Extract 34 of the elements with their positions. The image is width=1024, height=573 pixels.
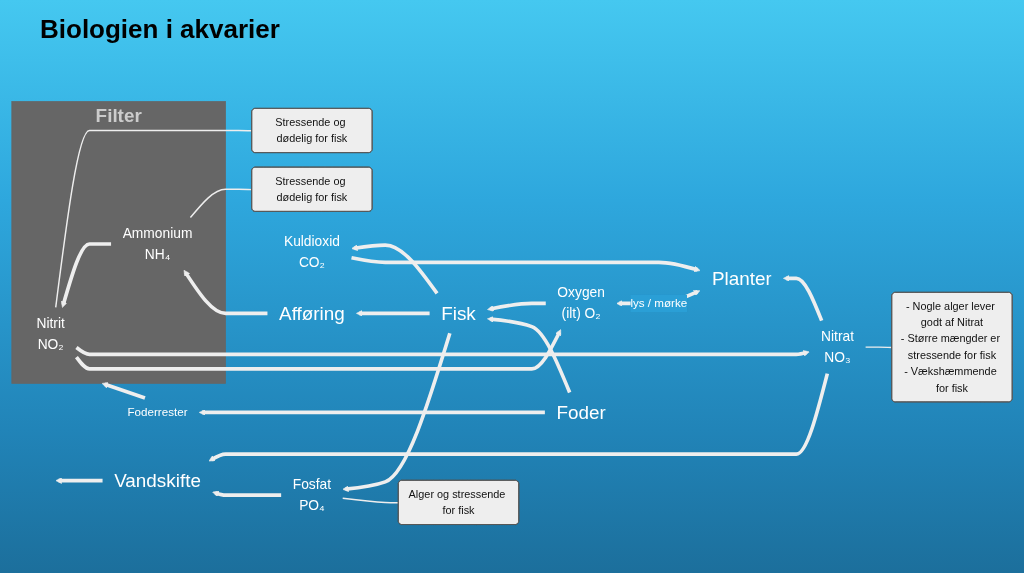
- node-text: Vandskifte: [114, 469, 201, 492]
- node-text: Foder: [556, 401, 606, 423]
- node-text: Ammonium NH₄: [122, 225, 193, 262]
- edge-label: lys / mørke: [630, 296, 688, 310]
- connector: [341, 497, 400, 504]
- node-text: Nitrat NO₃: [821, 328, 854, 365]
- arrow: [342, 332, 452, 492]
- arrow: [55, 477, 103, 484]
- node-text: Nitrit NO₂: [36, 315, 65, 352]
- node-text: Kuldioxid CO₂: [283, 233, 340, 270]
- connector: [189, 188, 253, 219]
- arrow: [487, 301, 546, 312]
- arrow: [61, 242, 112, 308]
- node-text: Fosfat PO₄: [292, 476, 332, 513]
- arrow: [101, 382, 146, 400]
- node-text: Afføring: [279, 302, 345, 324]
- node-text: Planter: [711, 267, 772, 289]
- arrow: [208, 373, 830, 462]
- node-text: Foderrester: [127, 405, 188, 419]
- node-text: Oxygen (ilt) O₂: [557, 284, 605, 321]
- arrow: [487, 316, 572, 394]
- arrow: [356, 310, 430, 317]
- diagram-title: Biologien i akvarier: [40, 14, 280, 45]
- arrow: [183, 269, 268, 316]
- arrow: [783, 275, 824, 322]
- arrow: [351, 243, 439, 295]
- arrow: [198, 409, 545, 416]
- arrow: [75, 346, 810, 357]
- connector: [55, 129, 253, 309]
- arrow: [212, 490, 282, 497]
- arrow: [351, 256, 701, 273]
- arrow: [75, 329, 562, 371]
- node-text: Fisk: [441, 302, 476, 324]
- connector: [864, 346, 893, 349]
